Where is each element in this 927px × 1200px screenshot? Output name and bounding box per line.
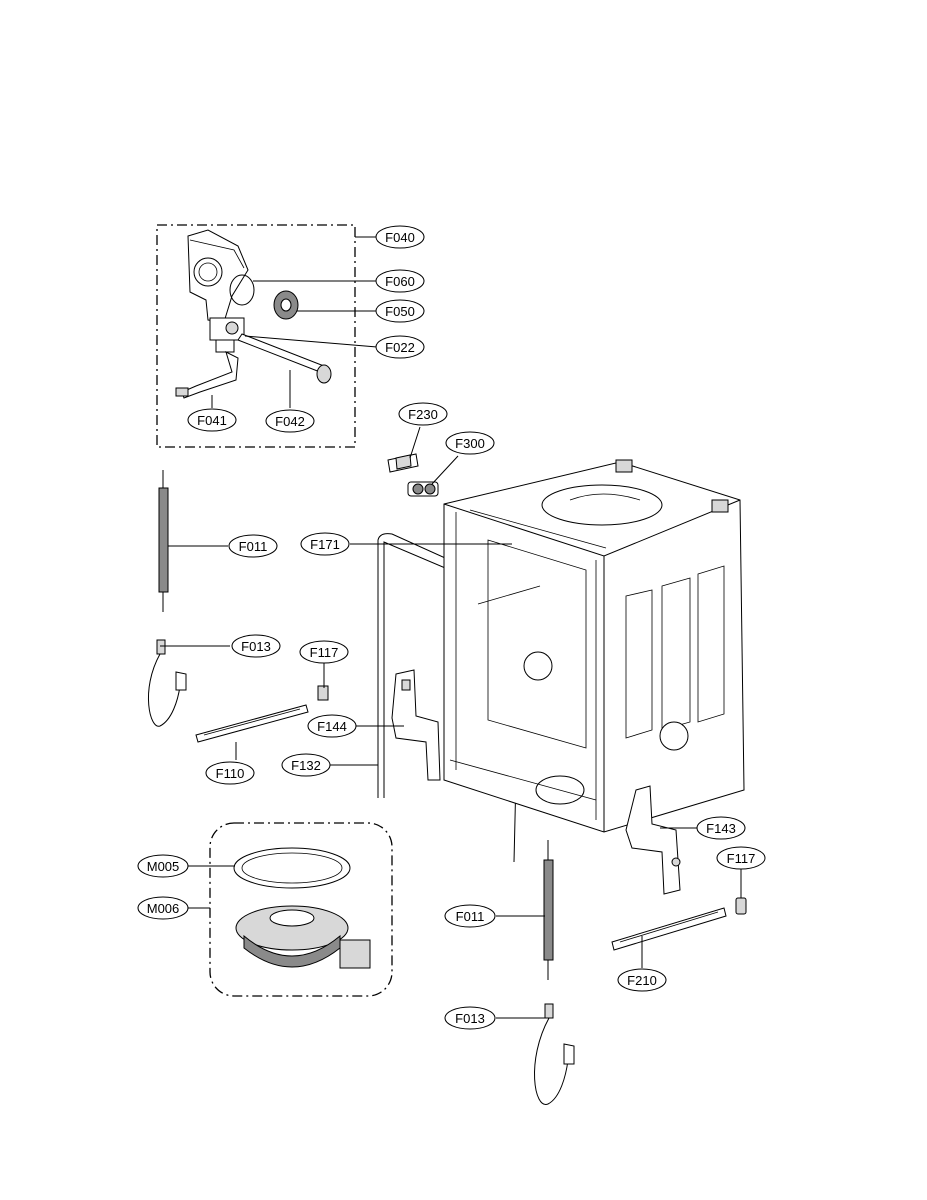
left-door-cable-part xyxy=(147,639,187,727)
callout-f144[interactable]: F144 xyxy=(307,714,357,738)
callout-f013-left[interactable]: F013 xyxy=(231,634,281,658)
svg-text:F110: F110 xyxy=(216,766,245,781)
svg-text:F011: F011 xyxy=(239,539,268,554)
svg-text:F011: F011 xyxy=(456,909,485,924)
motor-pump-part xyxy=(235,905,371,969)
svg-text:F132: F132 xyxy=(291,758,321,773)
svg-text:F210: F210 xyxy=(627,973,657,988)
leader-lines xyxy=(160,236,742,1019)
svg-text:F041: F041 xyxy=(197,413,227,428)
svg-text:F060: F060 xyxy=(385,274,415,289)
filter-disc-part xyxy=(273,290,299,320)
svg-text:F013: F013 xyxy=(455,1011,485,1026)
drain-hose-part xyxy=(175,351,239,399)
left-clip-part xyxy=(317,685,329,701)
svg-text:F143: F143 xyxy=(706,821,736,836)
svg-text:F117: F117 xyxy=(310,645,339,660)
pump-assembly-group-box xyxy=(156,224,356,448)
callout-f300[interactable]: F300 xyxy=(445,431,495,455)
callout-f022[interactable]: F022 xyxy=(375,335,425,359)
callout-f117-right[interactable]: F117 xyxy=(716,846,766,870)
callout-f041[interactable]: F041 xyxy=(187,408,237,432)
svg-text:F144: F144 xyxy=(317,719,347,734)
left-rail-part xyxy=(195,704,309,743)
right-clip-part xyxy=(735,897,747,915)
bracket-clip-part xyxy=(387,453,419,473)
svg-text:M005: M005 xyxy=(147,859,180,874)
callout-f110[interactable]: F110 xyxy=(205,761,255,785)
svg-text:F022: F022 xyxy=(385,340,415,355)
right-rail-part xyxy=(611,907,727,951)
callout-f013-right[interactable]: F013 xyxy=(444,1006,496,1030)
callout-f050[interactable]: F050 xyxy=(375,299,425,323)
callout-m006[interactable]: M006 xyxy=(137,896,189,920)
pump-housing-part xyxy=(209,317,245,353)
callout-f210[interactable]: F210 xyxy=(617,968,667,992)
callout-f117-left[interactable]: F117 xyxy=(299,640,349,664)
roller-part xyxy=(407,481,439,497)
sump-cover-part xyxy=(187,229,249,323)
callout-f060[interactable]: F060 xyxy=(375,269,425,293)
dishwasher-tub-part xyxy=(443,459,745,833)
svg-text:F171: F171 xyxy=(310,537,340,552)
callout-m005[interactable]: M005 xyxy=(137,854,189,878)
svg-text:F300: F300 xyxy=(455,436,485,451)
svg-text:F042: F042 xyxy=(275,414,305,429)
callout-f011-right[interactable]: F011 xyxy=(444,904,496,928)
left-hinge-bracket-part xyxy=(391,669,441,781)
right-door-cable-part xyxy=(534,1003,575,1105)
svg-text:F230: F230 xyxy=(408,407,438,422)
motor-assembly-group-box xyxy=(209,822,393,997)
supply-pipe-part xyxy=(237,333,332,384)
callout-f042[interactable]: F042 xyxy=(265,409,315,433)
callout-f011-left[interactable]: F011 xyxy=(228,534,278,558)
right-door-spring-part xyxy=(543,840,554,980)
motor-gasket-part xyxy=(233,847,351,889)
svg-text:F117: F117 xyxy=(727,851,756,866)
svg-text:F050: F050 xyxy=(385,304,415,319)
svg-text:M006: M006 xyxy=(147,901,180,916)
callout-f040[interactable]: F040 xyxy=(375,225,425,249)
callout-f171[interactable]: F171 xyxy=(300,532,350,556)
callout-f143[interactable]: F143 xyxy=(696,816,746,840)
right-hinge-bracket-part xyxy=(625,785,681,895)
svg-text:F013: F013 xyxy=(241,639,271,654)
left-door-spring-part xyxy=(158,470,169,612)
callout-f132[interactable]: F132 xyxy=(281,753,331,777)
callout-f230[interactable]: F230 xyxy=(398,402,448,426)
svg-text:F040: F040 xyxy=(385,230,415,245)
gasket-ring-part xyxy=(229,274,255,306)
